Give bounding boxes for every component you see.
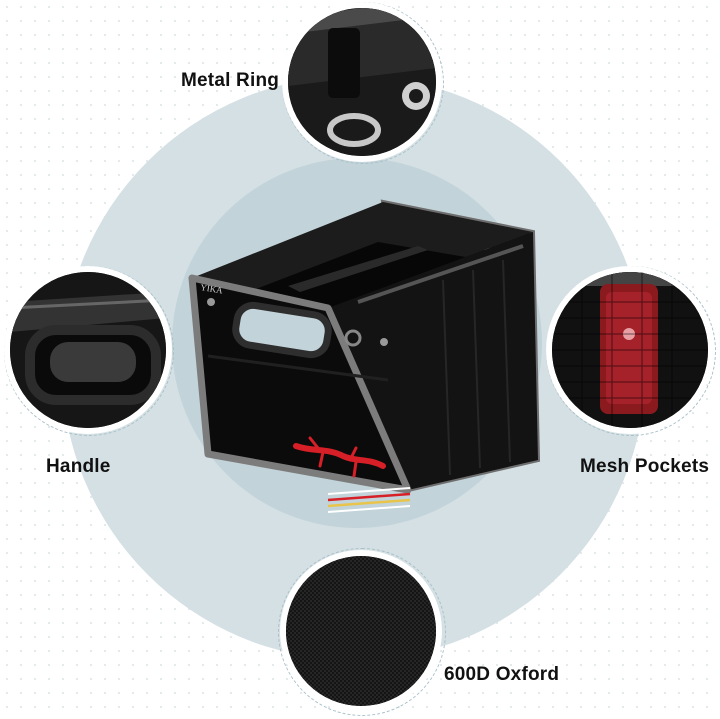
oxford-fabric-detail-icon (286, 556, 436, 706)
oxford-label: 600D Oxford (444, 664, 560, 685)
oxford-dashed-outline (278, 548, 446, 716)
mesh-pocket-detail-icon (552, 272, 708, 428)
handle-dashed-outline (4, 266, 174, 436)
metal-ring-label: Metal Ring (181, 70, 280, 91)
metal-ring-detail-icon (288, 8, 436, 156)
mesh-dashed-outline (546, 266, 716, 436)
brand-text: YIKA (200, 282, 224, 295)
handle-detail-icon (10, 272, 166, 428)
metal-ring-dashed-outline (282, 2, 444, 164)
handle-label: Handle (46, 456, 111, 477)
mesh-pockets-label: Mesh Pockets (580, 456, 710, 477)
trunk-organizer-box: YIKA (178, 190, 548, 550)
